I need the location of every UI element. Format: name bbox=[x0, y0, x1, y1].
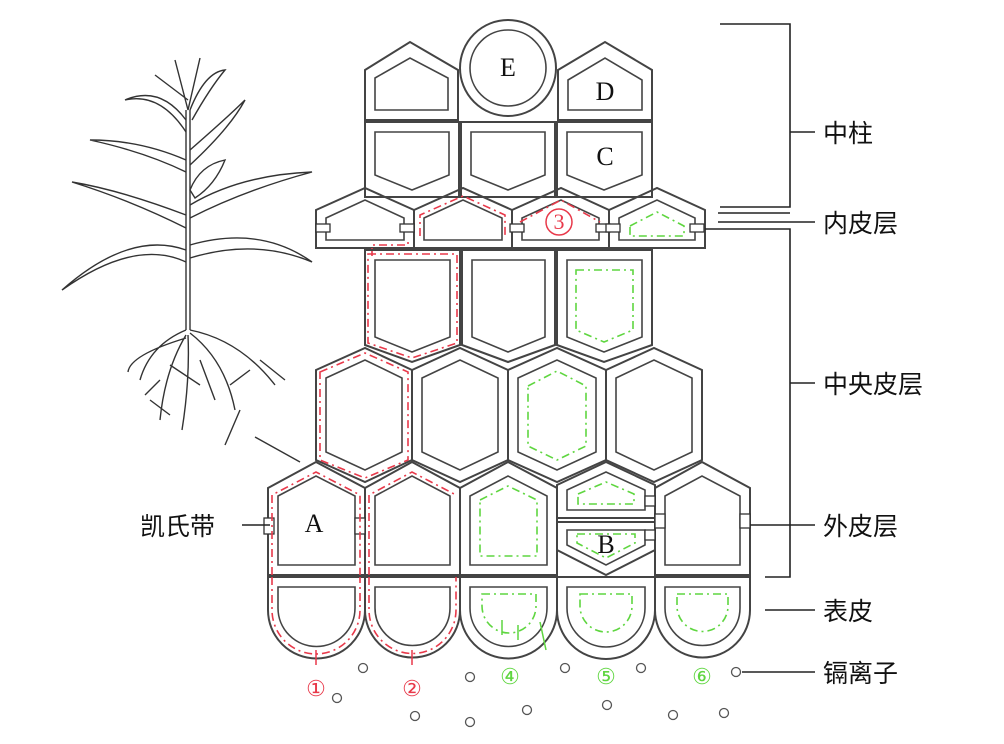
cell-letter-e: E bbox=[500, 53, 516, 82]
pathway-number-1: ① bbox=[306, 676, 326, 701]
pathway-numbers: ① ② 3 ④ ⑤ ⑥ bbox=[306, 208, 712, 701]
pathway-number-4: ④ bbox=[500, 664, 520, 689]
maize-plant-illustration bbox=[61, 57, 313, 463]
cell-letter-c: C bbox=[596, 142, 613, 171]
cell-letter-b: B bbox=[597, 530, 614, 559]
label-cortex: 中央皮层 bbox=[823, 370, 923, 399]
pathway-number-6: ⑥ bbox=[692, 664, 712, 689]
endodermis-casparian-strips bbox=[315, 223, 705, 233]
label-stele: 中柱 bbox=[823, 119, 873, 148]
cell-letter-d: D bbox=[596, 77, 615, 106]
exodermis-cells: A B bbox=[263, 460, 751, 577]
cell-letter-a: A bbox=[305, 509, 324, 538]
label-casparian-strip: 凯氏带 bbox=[140, 512, 215, 541]
endodermis-cells bbox=[315, 186, 706, 256]
label-cadmium-ions: 镉离子 bbox=[823, 659, 898, 688]
stele-cells: E D C bbox=[364, 19, 653, 198]
layer-brackets bbox=[242, 23, 815, 673]
label-endodermis: 内皮层 bbox=[823, 209, 898, 238]
pathway-number-5: ⑤ bbox=[596, 664, 616, 689]
label-exodermis: 外皮层 bbox=[823, 512, 898, 541]
cadmium-ion-dots bbox=[331, 662, 742, 728]
pathway-number-3: 3 bbox=[554, 209, 565, 234]
cortex-cells bbox=[315, 249, 703, 484]
pathway-number-3-circle bbox=[545, 208, 573, 236]
pathway-number-2: ② bbox=[402, 676, 422, 701]
label-epidermis: 表皮 bbox=[823, 597, 873, 626]
epidermis-cells bbox=[267, 576, 751, 665]
